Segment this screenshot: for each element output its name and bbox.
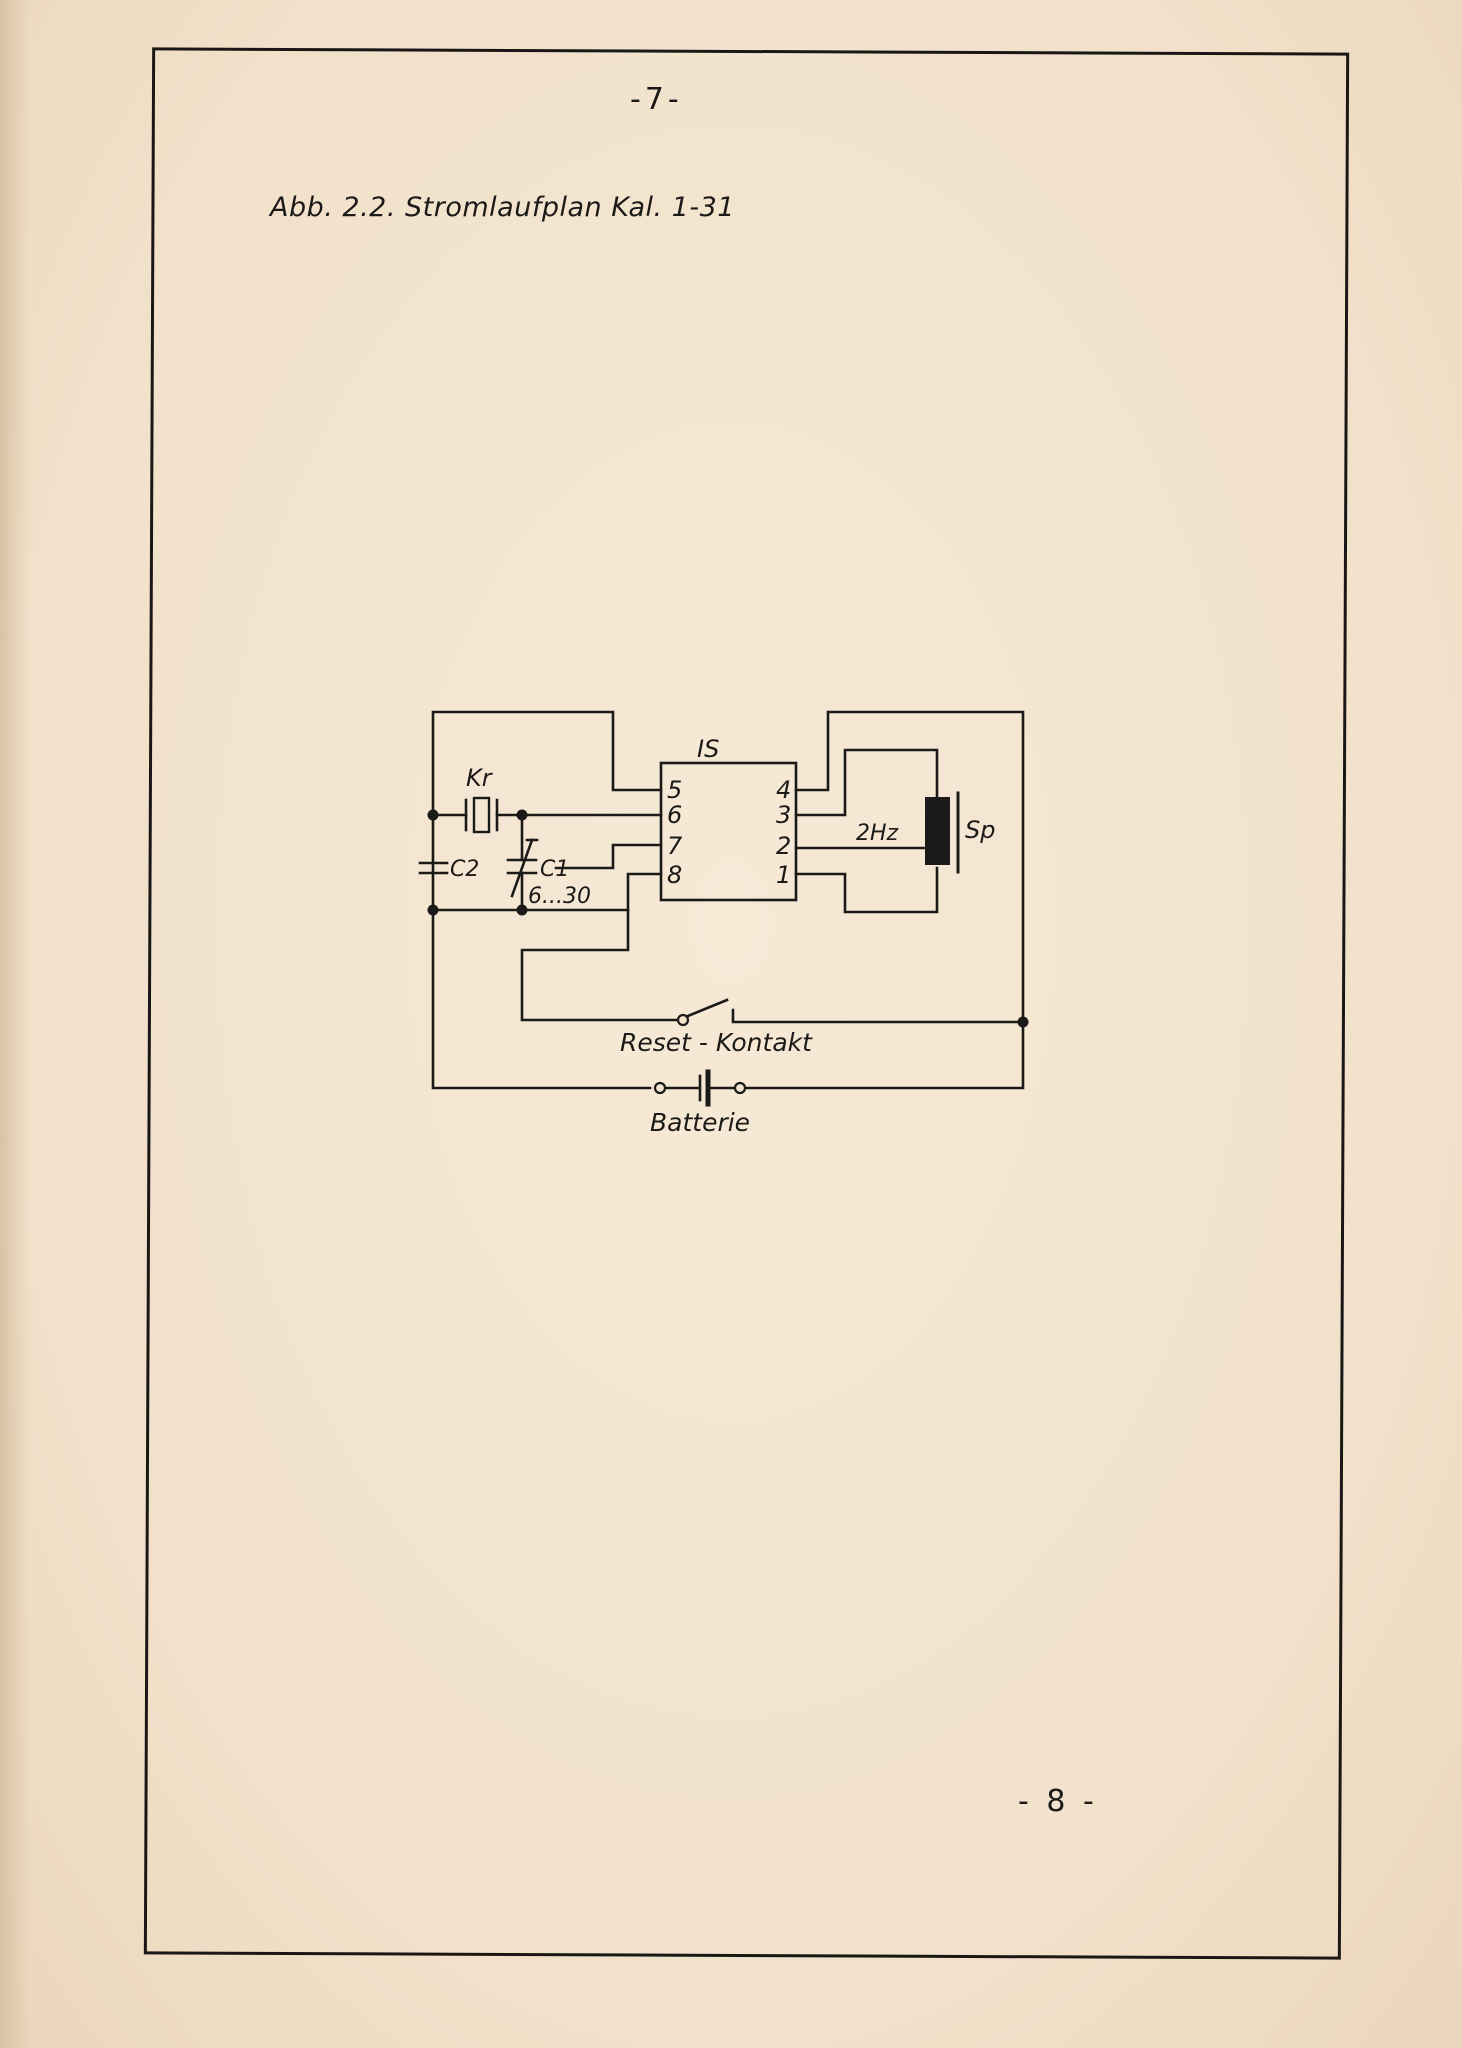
- ic-pin-label-1: 1: [776, 861, 791, 889]
- ic-label: IS: [697, 735, 719, 763]
- ic-pin-label-5: 5: [667, 776, 682, 804]
- battery-label: Batterie: [650, 1108, 750, 1137]
- frequency-label: 2Hz: [856, 821, 899, 846]
- ic-pin-label-4: 4: [776, 776, 791, 804]
- junction-dot: [516, 904, 528, 916]
- c1-label: C1: [540, 857, 569, 882]
- page-number-bottom: - 8 -: [1018, 1784, 1098, 1819]
- wire-pin1: [794, 866, 939, 914]
- wire-pin4: [794, 710, 1025, 1024]
- crystal-body: [472, 796, 491, 834]
- wire-reset-left: [520, 908, 680, 1022]
- reset-contact-label: Reset - Kontakt: [620, 1028, 813, 1057]
- ic-pin-label-7: 7: [667, 832, 683, 860]
- wire-pin5: [431, 710, 663, 1090]
- figure-caption: Abb. 2.2. Stromlaufplan Kal. 1-31: [270, 192, 735, 223]
- c1-arrow: [510, 838, 534, 898]
- reset-switch-lever: [681, 998, 729, 1020]
- wire-reset-right: [731, 1008, 1025, 1024]
- battery-terminal-left: [653, 1081, 667, 1095]
- binding-shadow: [0, 0, 30, 2048]
- battery-terminal-right: [733, 1081, 747, 1095]
- ic-pin-label-3: 3: [776, 801, 791, 829]
- speaker-label: Sp: [965, 816, 995, 844]
- junction-dot: [1017, 1016, 1029, 1028]
- c1-range-label: 6...30: [528, 884, 591, 909]
- ic-pin-label-6: 6: [667, 801, 682, 829]
- junction-dot: [516, 809, 528, 821]
- ic-pin-label-8: 8: [667, 861, 682, 889]
- crystal-label: Kr: [466, 764, 494, 792]
- junction-dot: [427, 809, 439, 821]
- junction-dot: [427, 904, 439, 916]
- page-number-top: -7-: [630, 82, 683, 117]
- wire-battery-right: [733, 1020, 1025, 1090]
- ic-pin-label-2: 2: [776, 832, 791, 860]
- wire-pin7: [554, 843, 663, 870]
- speaker-body: [925, 797, 950, 865]
- wire-pin8: [431, 872, 663, 912]
- reset-terminal: [676, 1013, 690, 1027]
- wire-pin3: [794, 748, 939, 817]
- c2-label: C2: [450, 857, 479, 882]
- ic-body: [659, 761, 798, 902]
